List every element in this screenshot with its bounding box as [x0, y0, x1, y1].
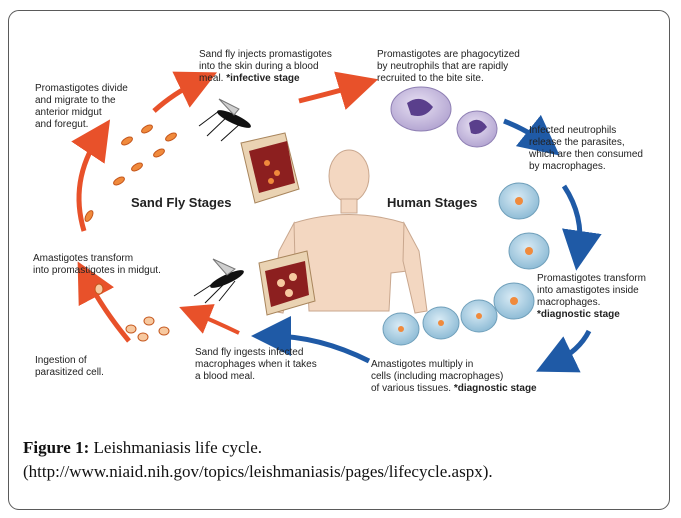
label-multiply: Amastigotes multiply in cells (including…: [371, 359, 537, 395]
figure-frame: Sand Fly Stages Human Stages Sand fly in…: [8, 10, 670, 510]
label-transform-amastigotes: Promastigotes transform into amastigotes…: [537, 273, 646, 321]
arrow-sandfly-4: [87, 279, 129, 341]
sand-fly-icon: [199, 99, 252, 141]
label-divide-migrate: Promastigotes divide and migrate to the …: [35, 83, 128, 131]
label-ingestion: Ingestion of parasitized cell.: [35, 355, 104, 379]
sand-fly-icon: [194, 259, 245, 303]
human-stages-heading: Human Stages: [387, 195, 477, 210]
arrow-human-3: [554, 331, 589, 363]
sand-fly-stages-heading: Sand Fly Stages: [131, 195, 231, 210]
label-ingests: Sand fly ingests infected macrophages wh…: [195, 347, 317, 383]
label-transform-promastigotes: Amastigotes transform into promastigotes…: [33, 253, 161, 277]
arrow-sandfly-1: [154, 81, 199, 111]
skin-inset-lower: [259, 251, 315, 315]
arrow-human-2: [564, 186, 580, 251]
neutrophil-cells: [391, 87, 497, 147]
figure-label: Figure 1:: [23, 438, 89, 457]
figure-caption: Figure 1: Leishmaniasis life cycle. (htt…: [23, 436, 663, 484]
label-injects: Sand fly injects promastigotes into the …: [199, 49, 332, 85]
skin-inset-upper: [241, 133, 299, 203]
arrow-sandfly-5: [194, 313, 239, 333]
label-phagocytized: Promastigotes are phagocytized by neutro…: [377, 49, 520, 85]
label-neutrophils-release: Infected neutrophils release the parasit…: [529, 125, 643, 173]
arrow-sandfly-2: [299, 85, 359, 101]
caption-text: Leishmaniasis life cycle. (http://www.ni…: [23, 438, 493, 481]
